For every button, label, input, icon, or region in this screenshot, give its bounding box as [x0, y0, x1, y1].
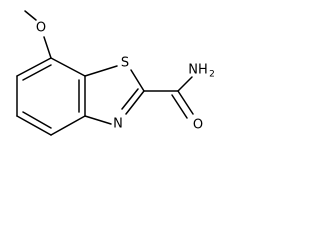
methyl-to-oxygen-bond	[24, 10, 37, 21]
benzene-inner-bond-c4-c5	[22, 111, 52, 129]
methoxy-oxygen-label: O	[36, 21, 46, 36]
oxygen-to-ring-bond	[43, 36, 52, 59]
amide-nitrogen-label: NH	[188, 63, 208, 78]
benzene-inner-bond-c6-c7	[22, 64, 52, 81]
thiazole-bond-n-c3a	[84, 115, 112, 125]
carbonyl-oxygen-label: O	[193, 118, 203, 133]
amide-nitrogen-subscript: 2	[209, 70, 215, 80]
thiazole-bond-c7a-s	[84, 65, 118, 77]
thiazole-bond-c2-n	[125, 90, 145, 115]
benzene-bond-c3a-c4	[50, 115, 86, 136]
carbonyl-double-bond-inner	[171, 94, 188, 119]
sulfur-label: S	[121, 56, 129, 71]
benzothiazole-carboxamide-structure: O S N NH 2 O	[16, 10, 215, 136]
carbonyl-to-nh2-bond	[177, 76, 193, 92]
benzene-bond-c7-c7a	[50, 57, 86, 77]
ring-nitrogen-label: N	[113, 117, 123, 132]
thiazole-inner-bond-c2-n	[121, 88, 139, 110]
thiazole-bond-s-c2	[130, 69, 145, 92]
benzene-bond-c4-c5	[16, 115, 52, 136]
carbonyl-double-bond-outer	[177, 90, 194, 115]
benzene-bond-c6-c7	[16, 57, 52, 77]
